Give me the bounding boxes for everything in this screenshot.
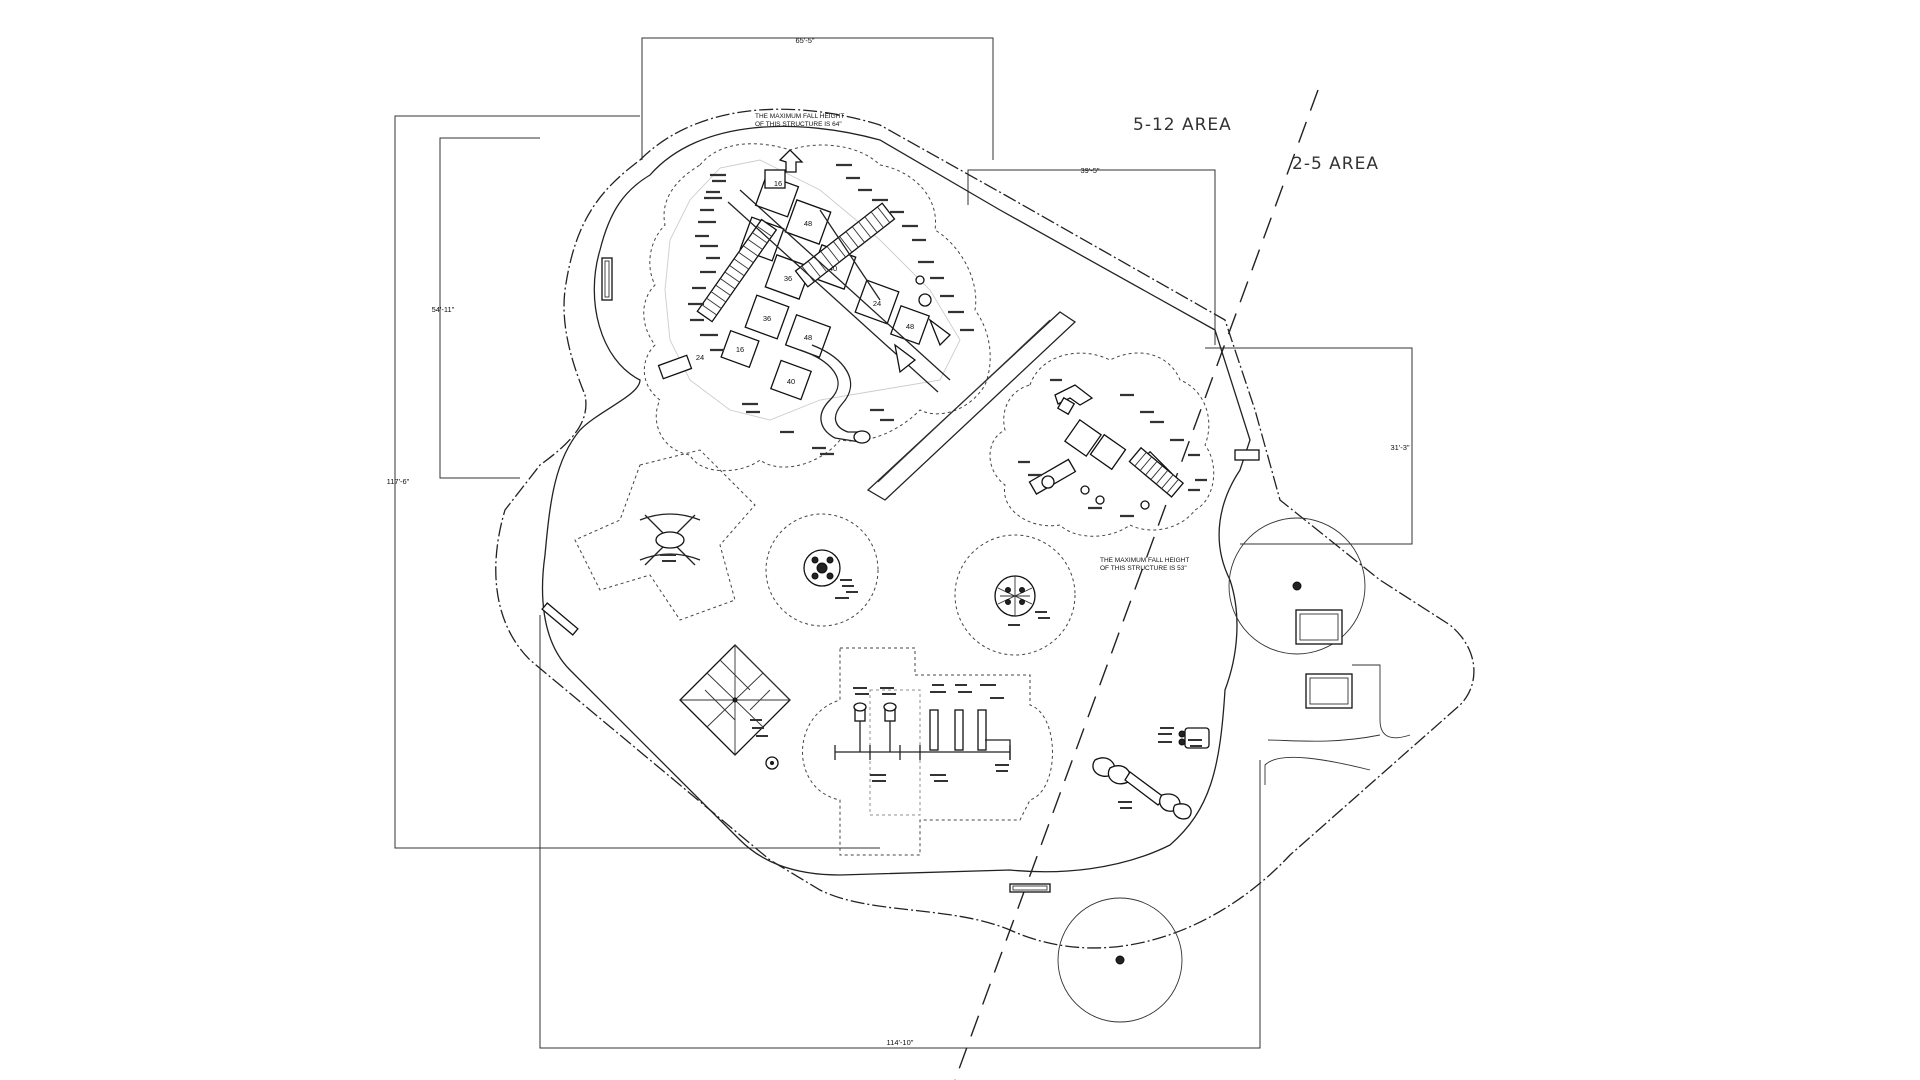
shade-structure [541,602,791,770]
site-boundary [495,108,1475,949]
dim-top-width: 65'-5" [795,36,814,45]
bench [541,602,579,636]
fall-height-note-5-12: THE MAXIMUM FALL HEIGHT OF THIS STRUCTUR… [755,113,846,128]
tree-circle [1009,883,1183,1023]
spinner [765,513,879,627]
deck-height-label: 24 [873,299,881,308]
component-labels [688,163,974,456]
area-separator-strip [866,311,1077,501]
fall-height-note-2-5: THE MAXIMUM FALL HEIGHT OF THIS STRUCTUR… [1100,557,1191,572]
label-5-12-area: 5-12 AREA [1133,115,1232,135]
deck-height-label: 16 [774,179,782,188]
play-structure-2-5: THE MAXIMUM FALL HEIGHT OF THIS STRUCTUR… [989,352,1260,572]
right-boundary [1264,756,1371,785]
dim-overall-height: 117'-6" [387,477,410,486]
dome-climber [954,534,1076,656]
deck-height-label: 48 [804,219,812,228]
bridges [696,189,951,393]
dimension-lines: 65'-5" 39'-5" 54'-11" 117'-6" 31'-3" 114… [387,36,1413,1049]
play-structure-5-12: 16 48 40 36 40 24 36 48 16 40 48 24 [601,113,991,472]
panels [657,149,951,380]
bench [1234,449,1260,461]
dim-bottom-width: 114'-10" [887,1038,914,1047]
picnic-area [1228,517,1411,742]
spiral-slide [799,344,871,444]
deck-height-label: 36 [763,314,771,323]
deck-height-label: 48 [906,322,914,331]
deck-height-label: 36 [784,274,792,283]
deck-height-label: 40 [787,377,795,386]
area-divider [954,89,1319,1080]
swing-set [802,647,1053,856]
deck-height-label: 16 [736,345,744,354]
deck-height-label: 40 [829,264,837,273]
rocking-elements [1158,727,1210,749]
bench [601,257,613,301]
dim-right-height: 31'-3" [1390,443,1409,452]
deck-height-label: 48 [804,333,812,342]
label-2-5-area: 2-5 AREA [1292,154,1379,174]
tire-swing [574,449,756,621]
dim-mid-width: 39'-5" [1080,166,1099,175]
log-climber [1092,757,1192,820]
deck-height-label: 24 [696,353,704,362]
dim-left-height: 54'-11" [432,305,455,314]
